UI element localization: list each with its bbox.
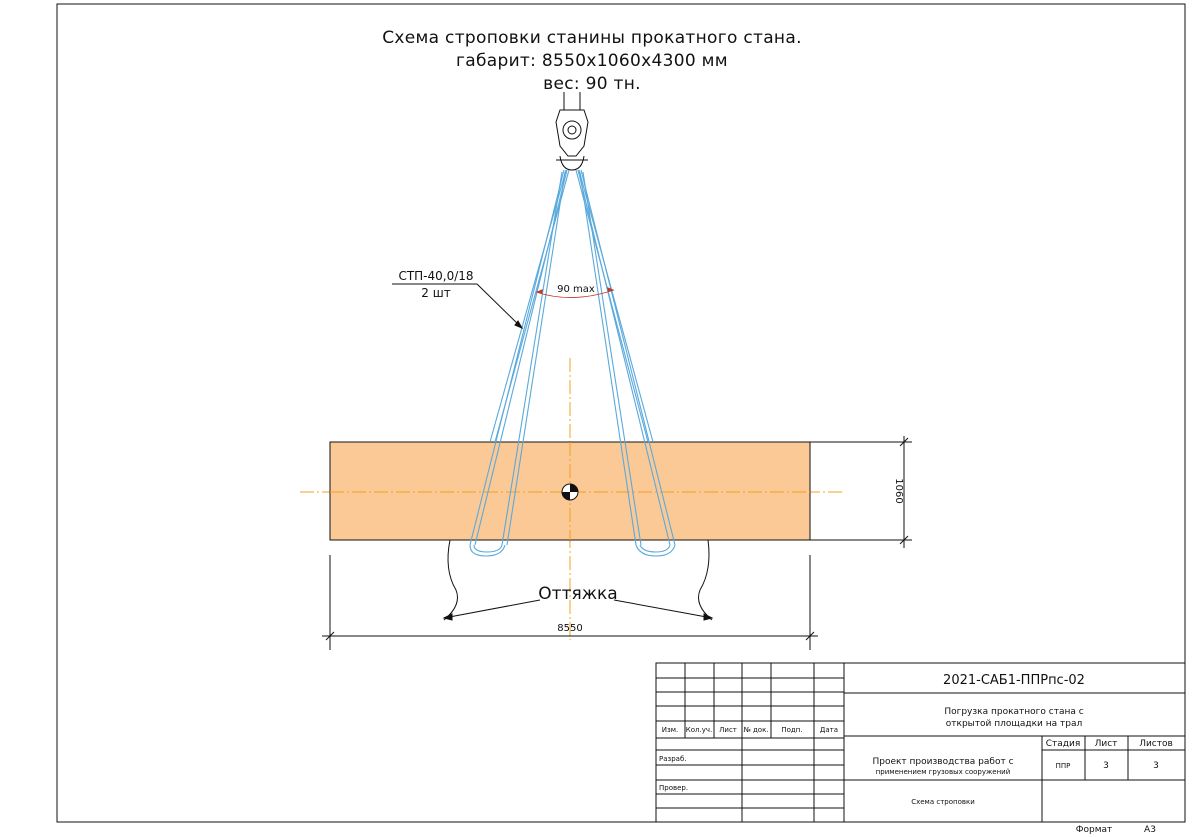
format-value: А3 bbox=[1144, 825, 1156, 835]
sheets-header: Листов bbox=[1139, 739, 1173, 749]
title-line-2: габарит: 8550х1060х4300 мм bbox=[456, 51, 728, 71]
guy-ropes bbox=[442, 539, 714, 621]
sling-angle: 90 max bbox=[535, 284, 615, 298]
column-doc-number: № док. bbox=[743, 726, 768, 734]
project-line-2: применением грузовых сооружений bbox=[876, 768, 1011, 776]
angle-label: 90 max bbox=[557, 284, 595, 295]
column-kol-uch: Кол.уч. bbox=[686, 726, 712, 734]
guy-label: Оттяжка bbox=[538, 584, 617, 604]
column-izm: Изм. bbox=[662, 726, 678, 734]
document-code: 2021-САБ1-ППРпс-02 bbox=[943, 673, 1085, 688]
slings bbox=[469, 169, 676, 557]
length-dimension-value: 8550 bbox=[557, 623, 582, 634]
length-dimension bbox=[322, 555, 818, 650]
sheet-value: 3 bbox=[1103, 761, 1109, 771]
sheet-header: Лист bbox=[1095, 739, 1118, 749]
stage-value: ППР bbox=[1056, 762, 1071, 770]
row-label-checker: Провер. bbox=[659, 784, 688, 792]
column-list: Лист bbox=[719, 726, 737, 734]
height-dimension bbox=[810, 436, 912, 548]
sling-leader bbox=[392, 283, 524, 330]
sheets-value: 3 bbox=[1153, 761, 1159, 771]
row-label-developer: Разраб. bbox=[659, 755, 687, 763]
title-line-3: вес: 90 тн. bbox=[543, 74, 641, 94]
column-data: Дата bbox=[820, 726, 838, 734]
sling-count: 2 шт bbox=[421, 286, 450, 300]
crane-hook-icon bbox=[555, 92, 589, 171]
sheet-frame bbox=[56, 3, 1186, 823]
angle-arc bbox=[535, 289, 615, 298]
column-podp: Подп. bbox=[781, 726, 802, 734]
height-dimension-value: 1060 bbox=[893, 478, 904, 503]
center-of-gravity-icon bbox=[561, 483, 579, 501]
sling-label: СТП-40,0/18 bbox=[398, 269, 473, 283]
drawing-title: Схема строповки станины прокатного стана… bbox=[382, 28, 802, 94]
format-label: Формат bbox=[1076, 825, 1113, 835]
sheet-title: Схема строповки bbox=[911, 798, 975, 806]
project-line-1: Проект производства работ с bbox=[872, 757, 1013, 767]
object-line-1: Погрузка прокатного стана с bbox=[944, 707, 1083, 717]
object-line-2: открытой площадки на трал bbox=[946, 719, 1082, 729]
stage-header: Стадия bbox=[1046, 739, 1081, 749]
title-line-1: Схема строповки станины прокатного стана… bbox=[382, 28, 802, 48]
title-block bbox=[655, 662, 1186, 823]
